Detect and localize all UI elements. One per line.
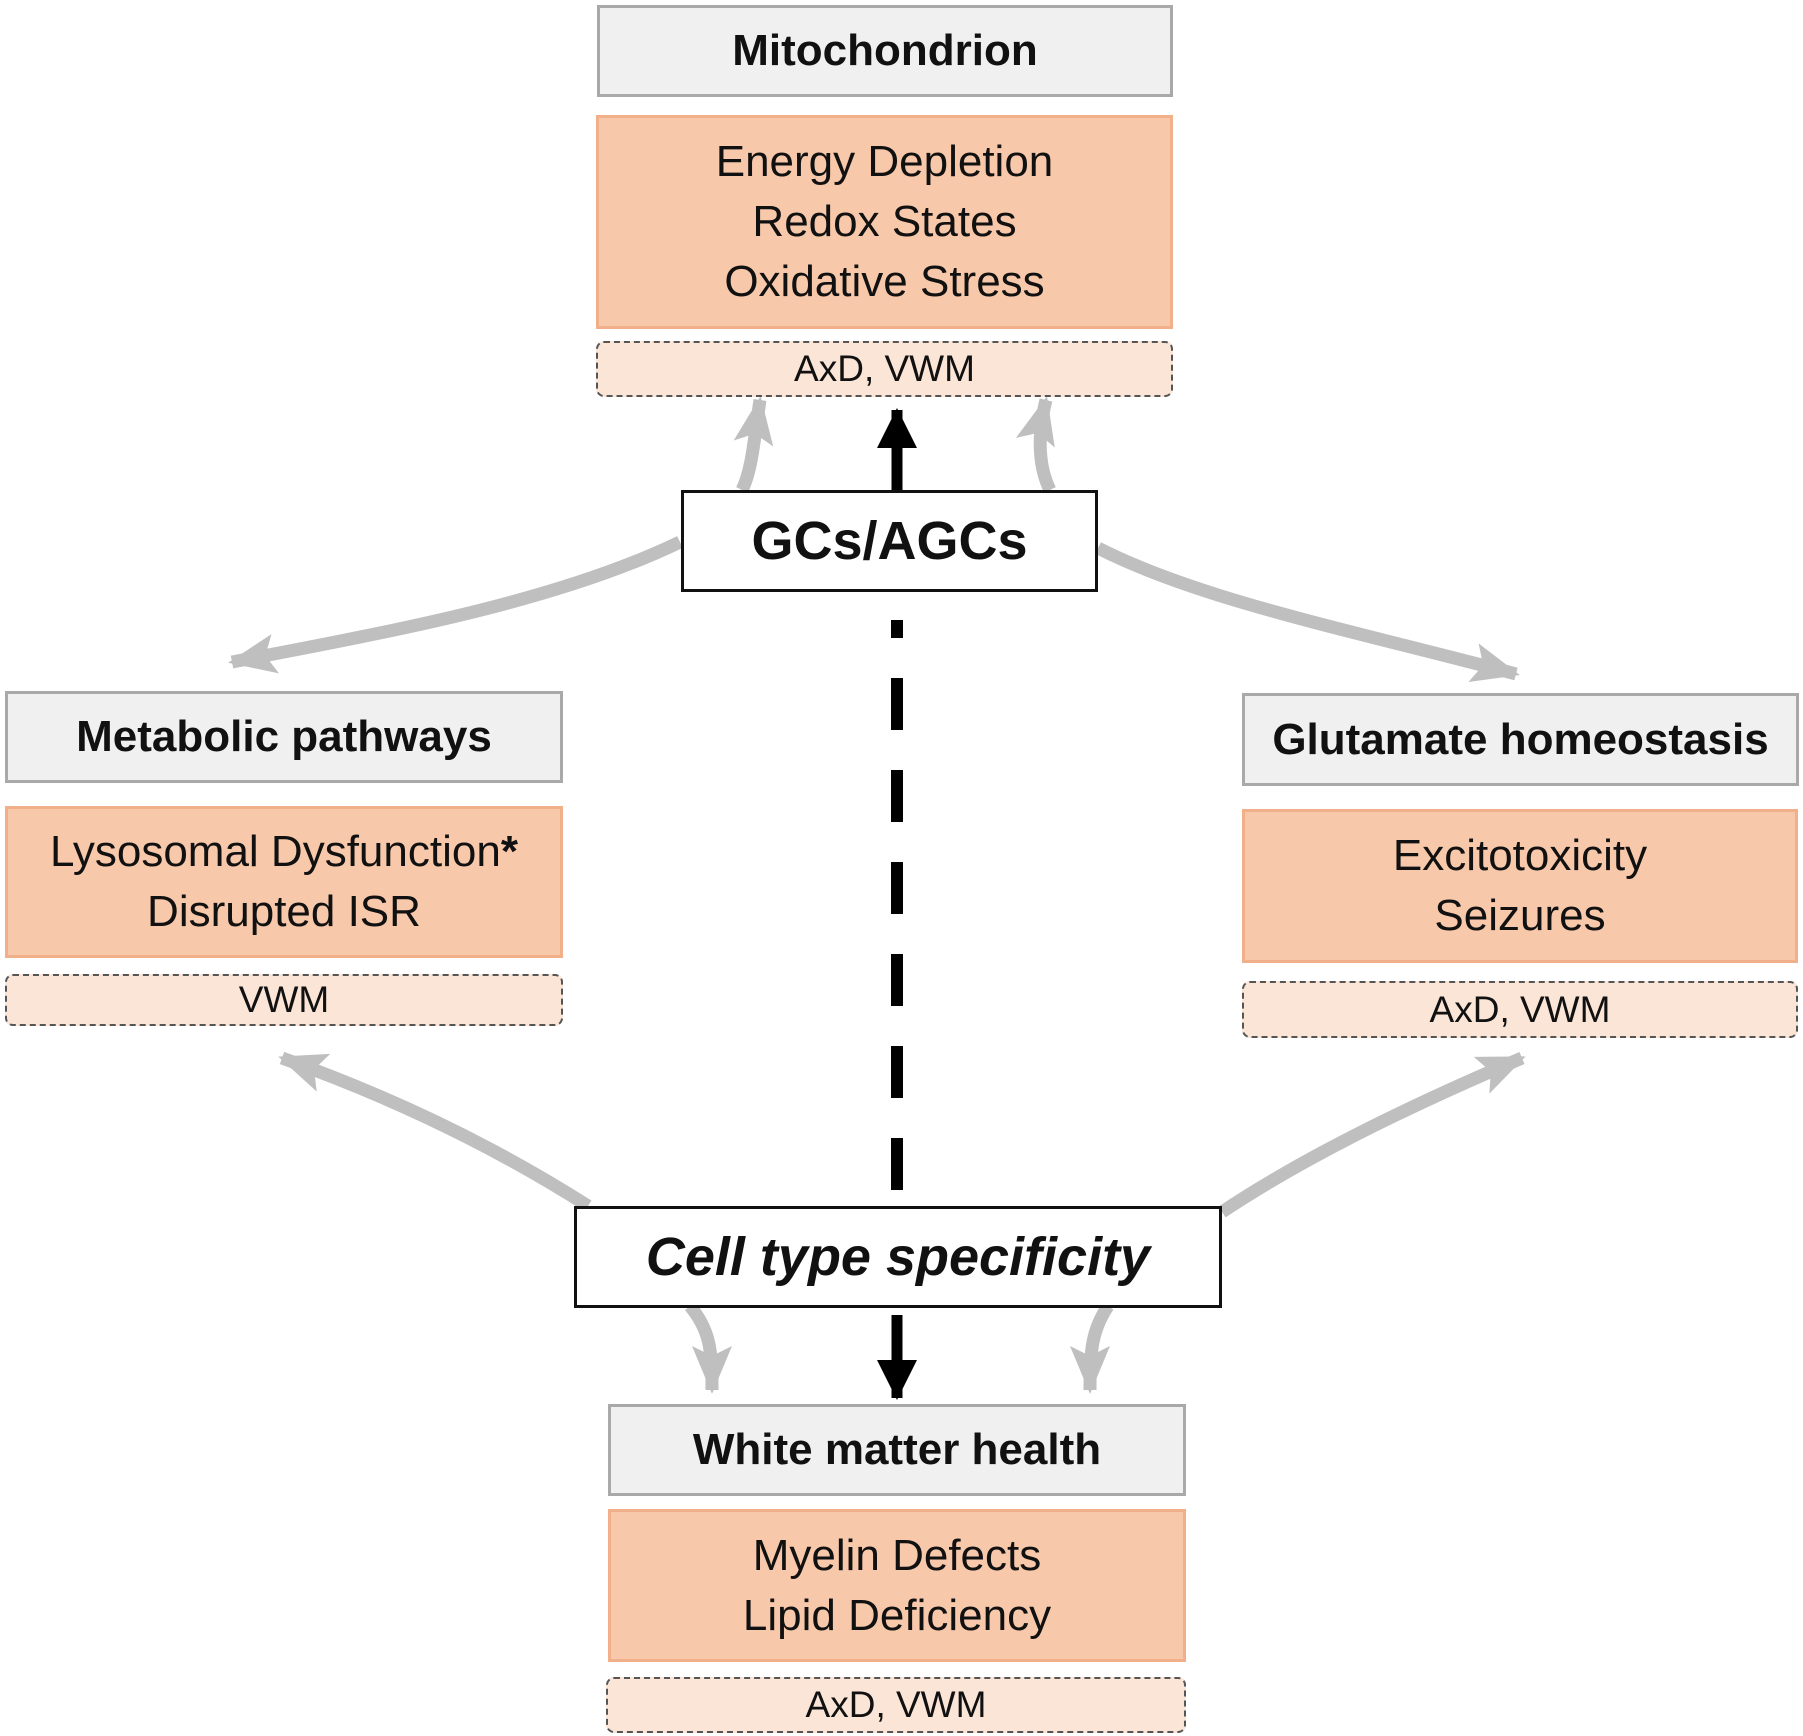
effect-myelin-defects: Myelin Defects: [752, 1530, 1042, 1580]
effect-seizures: Seizures: [1434, 891, 1606, 940]
arrow-specificity-to-glutamate: [1218, 1052, 1526, 1218]
effect-energy-depletion: Energy Depletion: [715, 137, 1054, 186]
white-matter-title: White matter health: [692, 1425, 1102, 1474]
glutamate-header: Glutamate homeostasis: [1242, 693, 1799, 786]
white-matter-effects: Myelin Defects Lipid Deficiency: [608, 1509, 1186, 1662]
glutamate-disease-list: AxD, VWM: [1429, 988, 1611, 1030]
bottom-node-label: Cell type specificity: [645, 1227, 1151, 1287]
metabolic-effects: Lysosomal Dysfunction* Disrupted ISR: [5, 806, 563, 958]
mitochondrion-disease-list: AxD, VWM: [794, 348, 975, 389]
glutamate-title: Glutamate homeostasis: [1272, 714, 1769, 764]
glutamate-effects: Excitotoxicity Seizures: [1242, 809, 1798, 963]
metabolic-header: Metabolic pathways: [5, 691, 563, 783]
arrow-center-to-glutamate: [1095, 542, 1520, 683]
footnote-asterisk: *: [500, 827, 518, 876]
white-matter-diseases: AxD, VWM: [606, 1677, 1186, 1733]
arrow-specificity-to-white-matter-left: [684, 1301, 732, 1394]
arrow-specificity-to-metabolic: [278, 1051, 592, 1212]
effect-oxidative-stress: Oxidative Stress: [724, 257, 1045, 306]
center-node-label: GCs/AGCs: [751, 511, 1028, 571]
mitochondrion-diseases: AxD, VWM: [596, 341, 1173, 397]
effect-excitotoxicity: Excitotoxicity: [1392, 831, 1648, 880]
metabolic-diseases: VWM: [5, 974, 563, 1026]
effect-lipid-deficiency: Lipid Deficiency: [742, 1590, 1052, 1640]
effect-lysosomal-dysfunction-text: Lysosomal Dysfunction: [50, 827, 501, 876]
center-node-gcs-agcs: GCs/AGCs: [681, 490, 1098, 592]
arrow-center-to-mito-right: [1015, 396, 1056, 493]
arrow-center-to-metabolic: [228, 536, 683, 674]
white-matter-header: White matter health: [608, 1404, 1186, 1496]
metabolic-title: Metabolic pathways: [76, 712, 492, 761]
mitochondrion-header: Mitochondrion: [597, 5, 1173, 97]
metabolic-disease-list: VWM: [238, 979, 330, 1020]
bottom-node-cell-type-specificity: Cell type specificity: [574, 1206, 1222, 1308]
mitochondrion-effects: Energy Depletion Redox States Oxidative …: [596, 115, 1173, 329]
white-matter-disease-list: AxD, VWM: [805, 1684, 987, 1725]
arrow-specificity-to-white-matter-right: [1070, 1302, 1114, 1394]
effect-disrupted-isr: Disrupted ISR: [147, 887, 421, 936]
mitochondrion-title: Mitochondrion: [732, 26, 1038, 75]
arrow-center-to-mito-left: [733, 396, 774, 493]
glutamate-diseases: AxD, VWM: [1242, 981, 1798, 1038]
effect-lysosomal-dysfunction: Lysosomal Dysfunction*: [50, 822, 518, 882]
effect-redox-states: Redox States: [752, 197, 1017, 246]
